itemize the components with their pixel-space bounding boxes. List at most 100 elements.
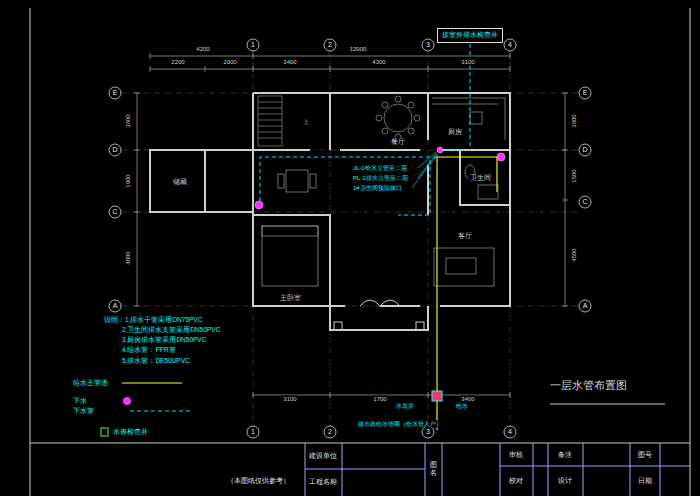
- plan-label: 餐厅: [390, 138, 406, 145]
- porch-columns: [416, 322, 424, 330]
- axis-grid: [121, 51, 579, 426]
- dimension-text: 3100: [460, 59, 475, 66]
- drain-points: [497, 153, 505, 161]
- furniture: [408, 128, 414, 134]
- plan-label: 储藏: [172, 178, 188, 185]
- furniture: [382, 128, 388, 134]
- furniture: [382, 102, 388, 108]
- walls: [253, 149, 510, 151]
- legend-text: 下水管: [72, 407, 95, 414]
- plan-label: 卫生间: [469, 174, 492, 181]
- axis-label: A: [582, 302, 589, 310]
- title-block-cell: 图号: [637, 451, 653, 459]
- title-block: [660, 443, 661, 496]
- title-block-cell: 建设单位: [308, 452, 338, 460]
- axis-bubbles: [324, 426, 336, 438]
- furniture: [434, 248, 494, 286]
- axis-label: C: [111, 208, 118, 216]
- axis-label: E: [112, 89, 119, 97]
- dimension-lines: [134, 93, 568, 306]
- dimension-lines: [565, 93, 566, 306]
- leader-lines: [412, 152, 438, 188]
- axis-bubbles: [422, 39, 434, 51]
- title-block: [500, 443, 501, 496]
- plan-label: 水表井: [395, 403, 415, 410]
- porch-columns: [360, 300, 400, 306]
- dimension-text: 1900: [125, 173, 132, 188]
- furniture: [262, 96, 505, 286]
- furniture: [395, 96, 401, 102]
- axis-label: A: [112, 302, 119, 310]
- axis-label: 3: [425, 41, 431, 49]
- outlet-box: 接室外排水检查井: [437, 28, 503, 43]
- axis-label: 1: [250, 41, 256, 49]
- note-text: 3.厨房排水管采用DN50PVC: [121, 336, 207, 343]
- walls: [150, 93, 510, 330]
- walls: [330, 306, 428, 330]
- axis-bubbles: [422, 426, 434, 438]
- callout-text: JL-1给水立管至二层: [352, 165, 408, 172]
- dimension-text: 3600: [125, 113, 132, 128]
- stairs: [258, 102, 282, 138]
- note-text: 说明：1.排水干管采用DN75PVC: [103, 316, 203, 323]
- callout-text: PL-1排水立管至二层: [352, 175, 409, 182]
- water-meter-box: [432, 391, 442, 401]
- drawing-frame: [30, 8, 690, 496]
- plan-label: 厨房: [447, 128, 463, 135]
- drain-pipe: [260, 44, 470, 215]
- furniture: [470, 112, 482, 124]
- title-block-cell: 图名: [430, 461, 437, 476]
- furniture: [478, 185, 498, 199]
- drain-points: [255, 147, 505, 209]
- axis-bubbles: [109, 87, 121, 99]
- plan-label: 给水: [455, 403, 469, 410]
- axis-bubbles: [109, 206, 121, 218]
- legend-samples: [101, 428, 108, 436]
- furniture: [384, 104, 412, 132]
- title-block-cell: 设计: [557, 477, 573, 485]
- walls: [150, 150, 253, 212]
- furniture: [278, 174, 284, 188]
- legend-samples: [130, 411, 190, 412]
- title-block: [425, 443, 426, 496]
- drain-points: [255, 201, 263, 209]
- dimension-text: 13900: [349, 46, 368, 53]
- drawing-title: 一层水管布置图: [549, 379, 628, 392]
- legend-text: 水表检查井: [112, 428, 149, 435]
- axis-label: 4: [507, 41, 513, 49]
- dimension-text: 1500: [571, 168, 578, 183]
- axis-bubbles: [324, 39, 336, 51]
- furniture: [262, 226, 318, 236]
- axis-label: 1: [250, 428, 256, 436]
- title-block-cell: （本图纸仅供参考）: [226, 477, 291, 485]
- axis-bubbles: [504, 39, 516, 51]
- dimension-lines: [150, 56, 510, 57]
- axis-label: 4: [507, 428, 513, 436]
- axis-bubbles: [579, 196, 591, 208]
- note-text: 4.给水管：PPR管: [121, 346, 177, 353]
- note-text: 5.排水管：DE50UPVC: [121, 357, 191, 364]
- axis-label: E: [582, 89, 589, 97]
- axis-grid: [428, 51, 429, 426]
- stairs: [258, 96, 282, 146]
- plan-label: 客厅: [457, 232, 473, 239]
- axis-bubbles: [109, 300, 121, 312]
- axis-bubbles: [109, 144, 121, 156]
- furniture: [446, 258, 476, 274]
- axis-bubbles: [579, 300, 591, 312]
- axis-bubbles: [579, 144, 591, 156]
- title-block: [305, 469, 425, 470]
- axis-bubbles: [109, 39, 591, 438]
- box-text: 接室外排水检查井: [442, 31, 498, 40]
- axis-bubbles: [247, 39, 259, 51]
- legend-text: 给水主管道: [72, 379, 109, 386]
- title-block-cell: 校对: [508, 477, 524, 485]
- legend-samples: [101, 383, 190, 436]
- dimension-text: 1700: [372, 396, 387, 403]
- walls: [253, 215, 330, 306]
- dimension-text: 4200: [195, 46, 210, 53]
- title-block: [630, 443, 631, 496]
